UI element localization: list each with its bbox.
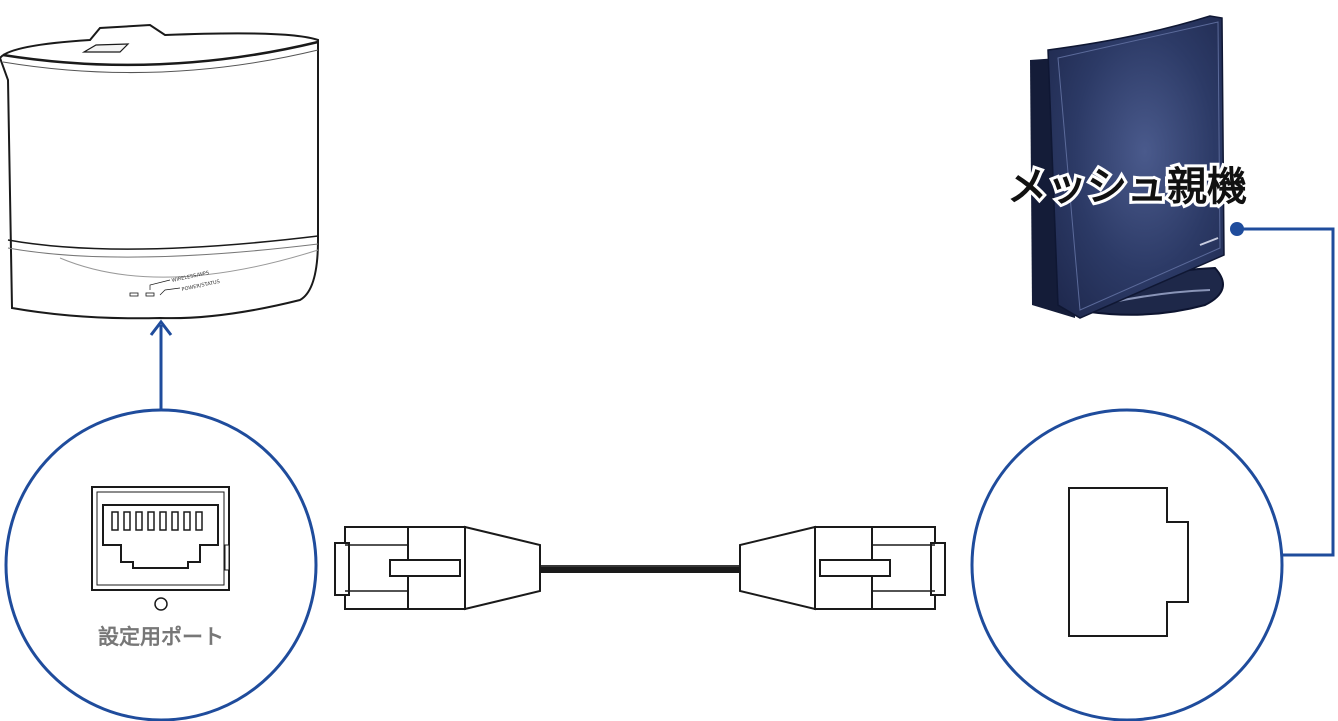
lan-port-side-icon [1068,487,1189,637]
router-connector-line [1230,222,1335,557]
rj45-plug-right [739,525,946,611]
pointer-arrow [149,319,173,410]
lan-cable [334,525,946,611]
mesh-parent-label: メッシュ親機 [1007,164,1247,210]
router-port-zoom-circle [970,408,1284,721]
lan-port-icon [91,486,230,591]
mesh-satellite-device: WIRELESS/WPS POWER/STATUS [0,23,319,320]
setup-port-zoom-circle: 設定用ポート [4,408,318,721]
rj45-plug-left [334,525,541,611]
setup-port-label: 設定用ポート [98,625,224,649]
mesh-parent-router [1030,15,1225,319]
